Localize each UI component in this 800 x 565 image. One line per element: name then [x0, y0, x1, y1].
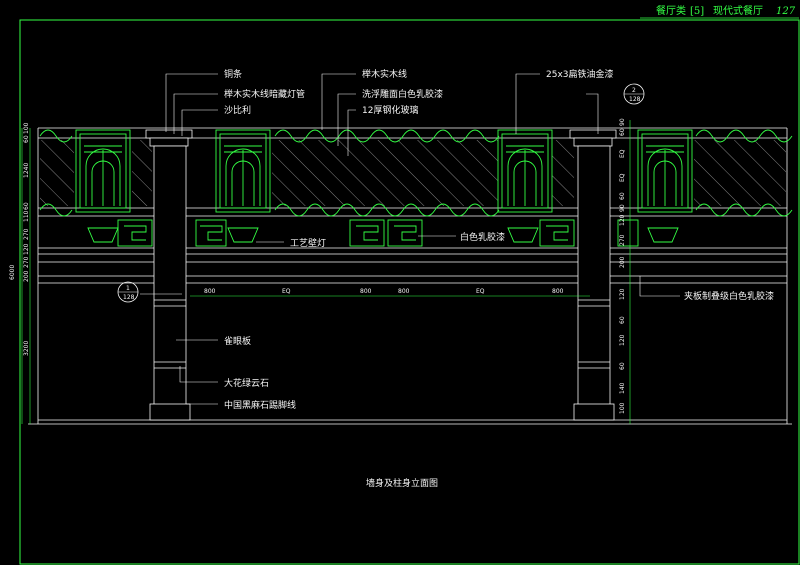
wall-lamp-2 — [227, 227, 259, 243]
dim-right-2: 60 — [619, 128, 626, 136]
sheet-frame — [19, 19, 800, 565]
dim-left-10: 3200 — [23, 341, 30, 356]
iron-panels — [75, 129, 693, 213]
dim-right-9: 200 — [619, 256, 626, 268]
column-left — [145, 129, 193, 421]
section-callouts: 2 128 1 128 — [117, 83, 645, 303]
label-craft-wall-light: 工艺壁灯 — [290, 237, 326, 249]
label-white-latex: 白色乳胶漆 — [460, 231, 505, 243]
dim-right-8: 270 — [619, 234, 626, 246]
dim-left-total: 6000 — [9, 265, 16, 280]
title-subject: 现代式餐厅 — [713, 4, 763, 17]
label-beech-hidden-light: 榉木实木线暗藏灯管 — [224, 88, 305, 100]
fret-panel-4 — [387, 219, 423, 247]
wall-lamp-1 — [87, 227, 119, 243]
svg-text:2: 2 — [632, 87, 636, 94]
columns — [145, 129, 617, 421]
svg-text:128: 128 — [629, 96, 641, 103]
fret-panel-3 — [349, 219, 385, 247]
title-category: 餐厅类 — [656, 4, 686, 17]
dim-top-5: EQ — [476, 288, 485, 295]
dim-right-13: 60 — [619, 362, 626, 370]
dim-top-4: 800 — [398, 288, 410, 295]
dim-right-15: 100 — [619, 402, 626, 414]
column-right — [569, 129, 617, 421]
iron-panel-2 — [215, 129, 271, 213]
dim-left-4: 60 — [23, 202, 30, 210]
dim-left-3: 1240 — [23, 163, 30, 178]
leader-lines — [140, 73, 680, 405]
iron-panel-3 — [497, 129, 553, 213]
fret-panel-2 — [195, 219, 227, 247]
svg-text:1: 1 — [126, 285, 130, 292]
label-copper-strip: 铜条 — [224, 68, 242, 80]
glass-hatching — [40, 140, 786, 206]
iron-panel-4 — [637, 129, 693, 213]
label-sapele: 沙比利 — [224, 104, 251, 116]
dim-right-4: EQ — [619, 173, 626, 182]
dim-left-9: 200 — [23, 270, 30, 282]
dim-left-7: 120 — [23, 243, 30, 255]
dim-right-3: EQ — [619, 149, 626, 158]
right-dimensions: 90 60 EQ EQ 60 90 120 270 200 120 60 120… — [619, 118, 626, 414]
dim-top-3: 800 — [360, 288, 372, 295]
dim-right-6: 90 — [619, 204, 626, 212]
callout-1: 1 128 — [117, 281, 139, 303]
dim-top-2: EQ — [282, 288, 291, 295]
label-granite-skirting: 中国黑麻石踢脚线 — [224, 399, 296, 411]
dim-left-2: 60 — [23, 135, 30, 143]
drawing-caption: 墙身及柱身立面图 — [366, 477, 438, 489]
dim-left-5: 110 — [23, 210, 30, 222]
dim-left-6: 270 — [23, 228, 30, 240]
dim-top-1: 800 — [204, 288, 216, 295]
label-plywood-latex: 夹板制叠级白色乳胶漆 — [684, 290, 774, 302]
callout-2: 2 128 — [623, 83, 645, 105]
dim-right-5: 60 — [619, 192, 626, 200]
dim-right-10: 120 — [619, 288, 626, 300]
title-page: 127 — [776, 6, 796, 17]
iron-panel-1 — [75, 129, 131, 213]
fret-panel-6 — [617, 219, 639, 247]
wall-lamps-row — [87, 219, 679, 247]
dim-right-12: 120 — [619, 334, 626, 346]
wall-lamp-4 — [647, 227, 679, 243]
title-block: 餐厅类 [5] 现代式餐厅 127 — [640, 4, 799, 19]
label-tempered-glass: 12厚钢化玻璃 — [362, 104, 418, 116]
title-section: [5] — [690, 6, 704, 17]
dim-right-1: 90 — [619, 118, 626, 126]
wall-lamp-3 — [507, 227, 539, 243]
svg-text:128: 128 — [123, 294, 135, 301]
scroll-ornament-row — [39, 129, 793, 217]
dim-right-14: 140 — [619, 382, 626, 394]
label-carved-latex: 洗浮雕面白色乳胶漆 — [362, 88, 443, 100]
dim-top-6: 800 — [552, 288, 564, 295]
dim-right-11: 60 — [619, 316, 626, 324]
left-dimensions: 100 60 1240 60 110 270 120 270 200 3200 … — [9, 122, 30, 356]
annotations: 铜条 榉木实木线暗藏灯管 沙比利 榉木实木线 洗浮雕面白色乳胶漆 12厚钢化玻璃… — [224, 68, 774, 411]
dim-left-8: 270 — [23, 256, 30, 268]
fret-panel-1 — [117, 219, 153, 247]
label-marble: 大花绿云石 — [224, 377, 269, 389]
label-sparrow-board: 雀眼板 — [224, 335, 251, 347]
dimension-lines — [21, 120, 631, 424]
top-dimensions: 800 EQ 800 800 EQ 800 — [204, 288, 564, 295]
label-beech-line: 榉木实木线 — [362, 68, 407, 80]
fret-panel-5 — [539, 219, 575, 247]
label-flat-iron: 25x3扁铁油金漆 — [546, 68, 614, 80]
dim-left-1: 100 — [23, 122, 30, 134]
dim-right-7: 120 — [619, 214, 626, 226]
